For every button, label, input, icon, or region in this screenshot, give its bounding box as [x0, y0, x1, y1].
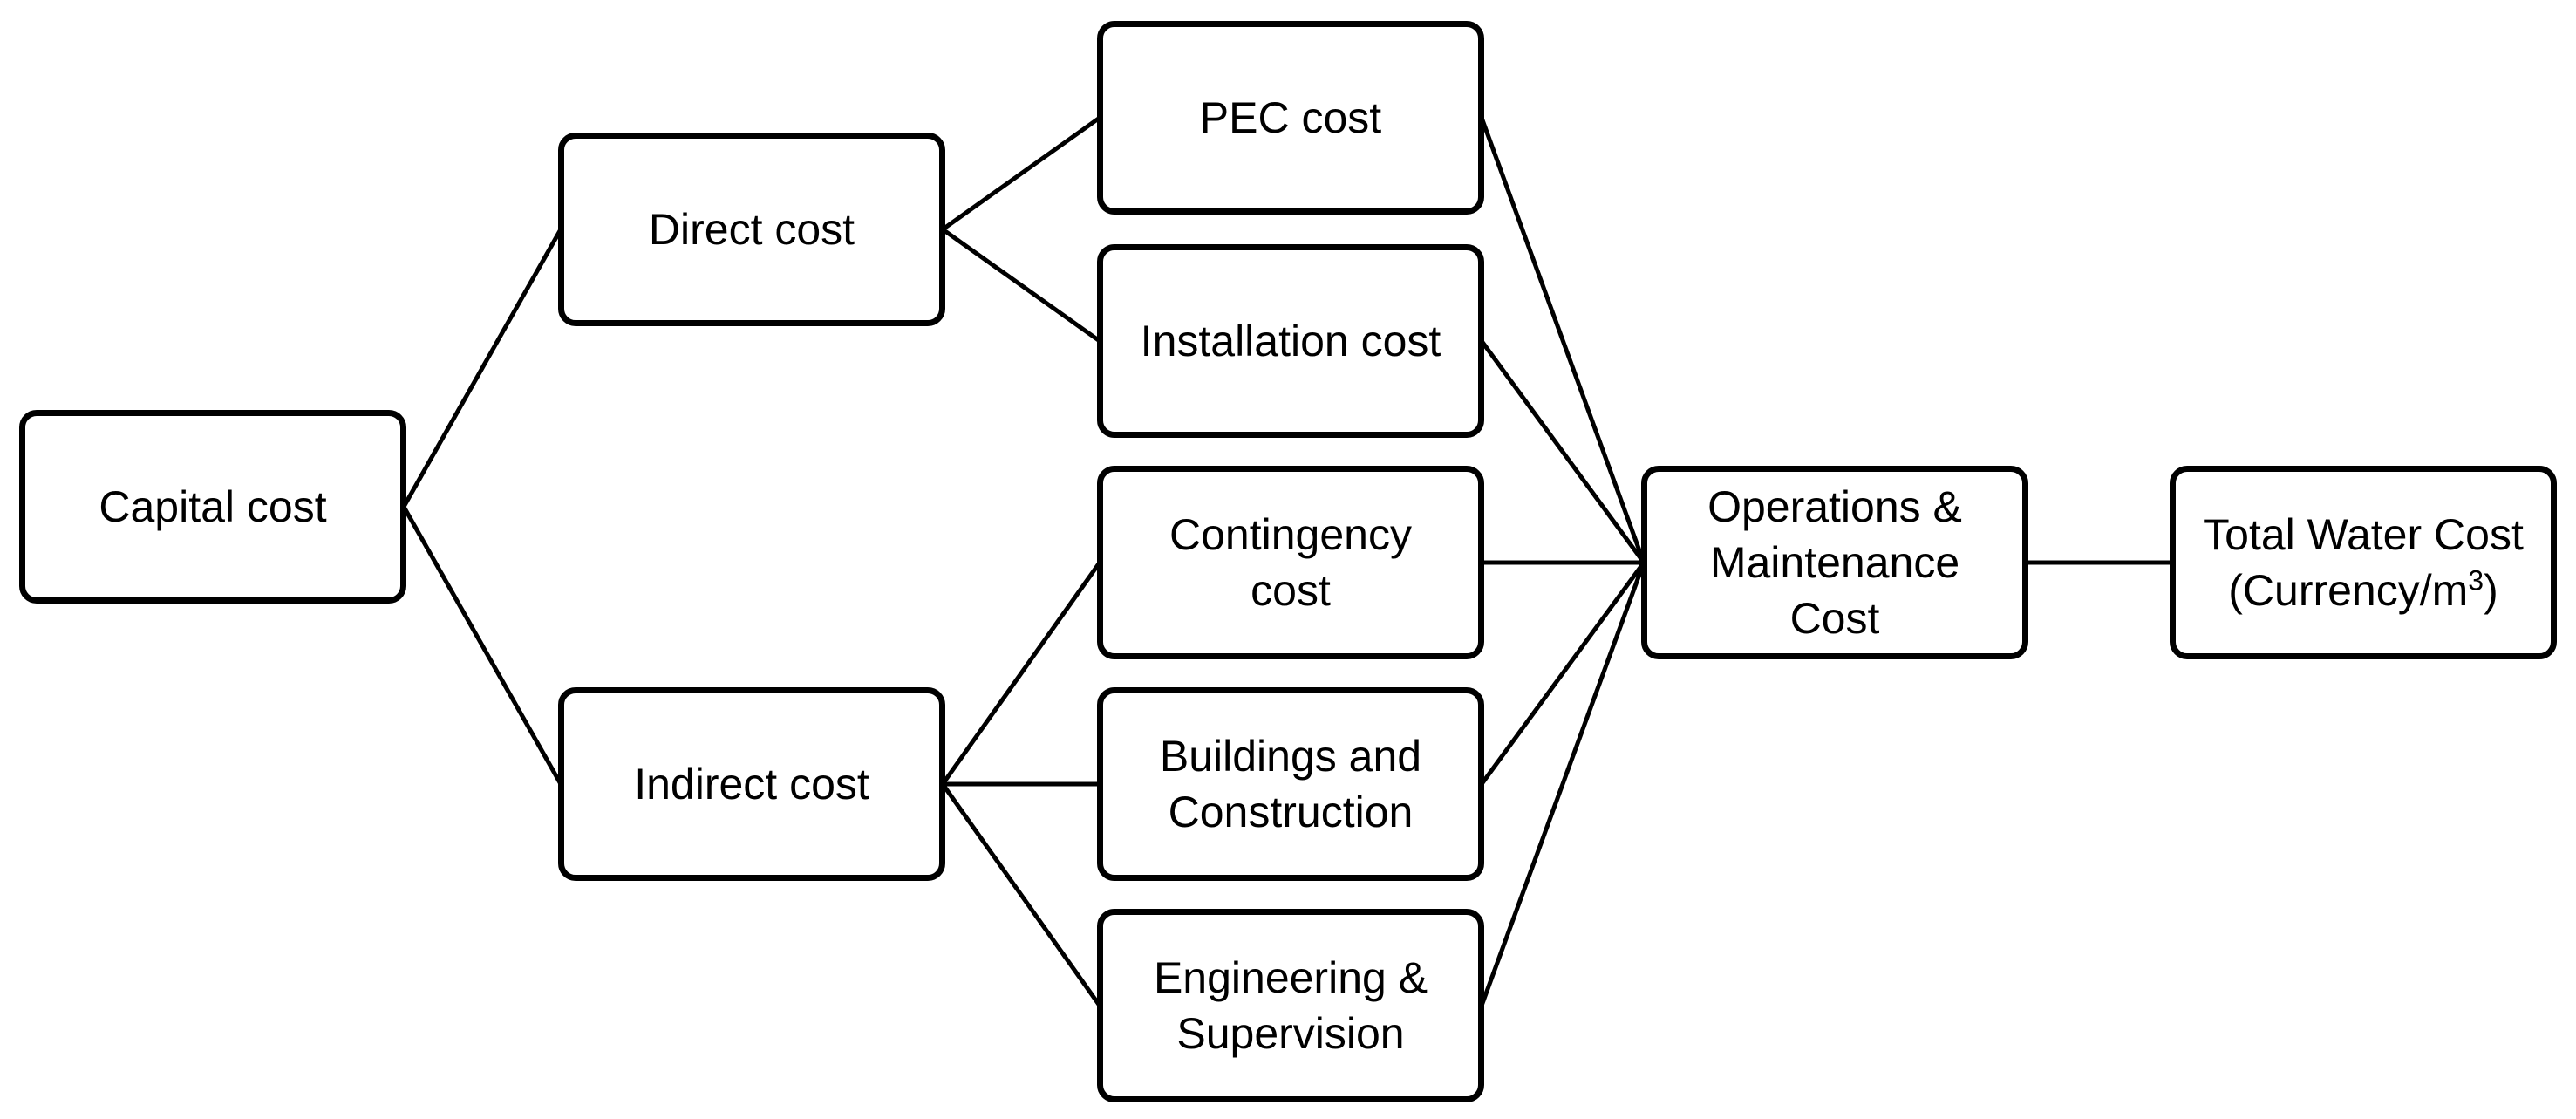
connector-buildings-to-om: [1479, 561, 1646, 786]
node-total-line-2: (Currency/m3): [2228, 563, 2498, 618]
node-om-line-1: Operations &: [1707, 482, 1962, 531]
connector-pec-to-om: [1479, 117, 1646, 563]
node-installation-cost: Installation cost: [1097, 244, 1484, 438]
node-direct-cost: Direct cost: [558, 133, 945, 326]
node-buildings-construction: Buildings and Construction: [1097, 687, 1484, 881]
node-total-water-cost: Total Water Cost (Currency/m3): [2170, 466, 2557, 659]
node-total-line-2-superscript: 3: [2468, 564, 2484, 597]
node-buildings-construction-line-1: Buildings and: [1159, 732, 1422, 781]
node-capital-cost-line-1: Capital cost: [99, 482, 327, 531]
connector-indirect-to-engineering: [940, 782, 1102, 1007]
connector-direct-to-installation: [941, 227, 1101, 344]
connector-engineering-to-om: [1479, 562, 1646, 1006]
node-om-line-3: Cost: [1789, 594, 1880, 643]
connector-direct-to-pec: [941, 115, 1101, 232]
node-pec-cost: PEC cost: [1097, 21, 1484, 215]
node-engineering-supervision-line-1: Engineering &: [1153, 953, 1428, 1002]
node-total-line-2-suffix: ): [2484, 566, 2498, 615]
node-contingency-cost-line-1: Contingency: [1169, 510, 1412, 559]
node-indirect-cost: Indirect cost: [558, 687, 945, 881]
node-total-line-1: Total Water Cost: [2203, 510, 2524, 559]
node-engineering-supervision-line-2: Supervision: [1176, 1009, 1405, 1058]
node-capital-cost: Capital cost: [19, 410, 406, 604]
node-om-line-2: Maintenance: [1709, 538, 1960, 587]
node-operations-maintenance-cost: Operations & Maintenance Cost: [1641, 466, 2028, 659]
node-pec-cost-line-1: PEC cost: [1199, 93, 1382, 142]
node-contingency-cost-line-2: cost: [1251, 566, 1331, 615]
node-contingency-cost: Contingency cost: [1097, 466, 1484, 659]
node-total-line-2-prefix: (Currency/m: [2228, 566, 2469, 615]
connector-installation-to-om: [1479, 339, 1646, 564]
connector-indirect-to-contingency: [940, 561, 1102, 786]
node-engineering-supervision: Engineering & Supervision: [1097, 909, 1484, 1102]
connector-capital-to-indirect: [401, 505, 563, 786]
node-direct-cost-line-1: Direct cost: [648, 205, 855, 254]
node-indirect-cost-line-1: Indirect cost: [634, 760, 869, 809]
connector-capital-to-direct: [401, 228, 563, 508]
node-installation-cost-line-1: Installation cost: [1140, 317, 1441, 365]
node-buildings-construction-line-2: Construction: [1168, 788, 1414, 836]
